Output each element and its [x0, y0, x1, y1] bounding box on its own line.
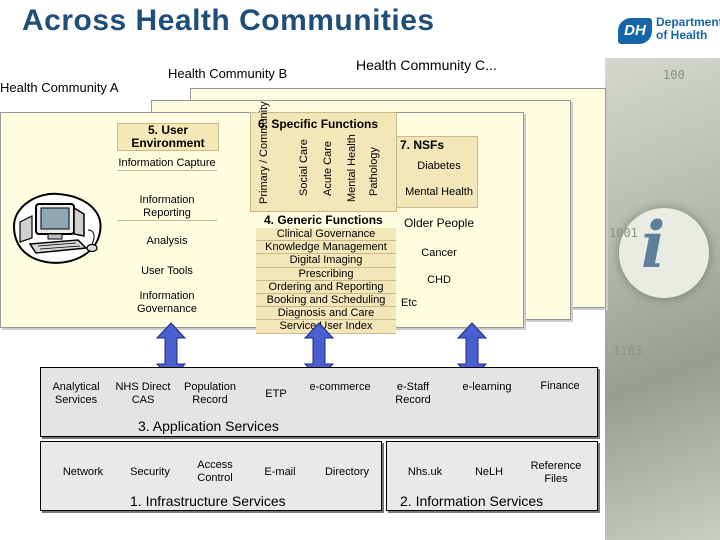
label-community-c: Health Community C...: [356, 57, 497, 73]
page-title: Across Health Communities: [22, 4, 435, 37]
app-service: Analytical Services: [52, 381, 100, 406]
left-item: Information Reporting: [117, 194, 217, 221]
infra-service: Security: [130, 466, 170, 478]
nsf-item: Etc: [401, 297, 417, 309]
specific-column-label: Acute Care: [322, 140, 334, 196]
infrastructure-services-title: 1. Infrastructure Services: [130, 493, 286, 509]
app-service: e-learning: [462, 381, 512, 393]
label-community-b: Health Community B: [168, 66, 288, 81]
decorative-photo: i 1001 100 1103: [605, 58, 720, 540]
application-services-band: [40, 367, 598, 437]
nsf-item: Diabetes: [417, 160, 461, 172]
info-service: Nhs.uk: [407, 466, 443, 478]
nsfs-title: 7. NSFs: [400, 138, 445, 152]
information-services-band: [386, 441, 598, 511]
generic-item: Diagnosis and Care: [256, 307, 396, 321]
generic-item: Booking and Scheduling: [256, 294, 396, 308]
specific-column-label: Primary / Community: [258, 101, 270, 204]
dh-logo-text: Department of Health: [656, 16, 720, 42]
nsf-item: CHD: [427, 274, 451, 286]
generic-functions-title: 4. Generic Functions: [264, 213, 383, 227]
app-service: e-Staff Record: [395, 381, 431, 406]
photo-number: 1001: [609, 226, 638, 240]
label-community-a: Health Community A: [0, 80, 119, 95]
photo-number: 1103: [613, 344, 642, 358]
specific-column-label: Pathology: [368, 147, 380, 196]
app-service: Finance: [540, 380, 580, 392]
app-service: NHS Direct CAS: [115, 381, 171, 406]
information-services-title: 2. Information Services: [400, 493, 544, 509]
infra-service: Directory: [324, 466, 369, 478]
generic-item: Digital Imaging: [256, 254, 396, 268]
dh-badge: DH: [618, 18, 652, 44]
photo-number: 100: [663, 68, 685, 82]
user-environment-title: 5. User Environment: [117, 123, 219, 151]
photo-i-letter: i: [641, 208, 666, 283]
application-services-title: 3. Application Services: [138, 418, 279, 434]
generic-item: Prescribing: [256, 267, 396, 281]
left-item: Information Capture: [117, 157, 217, 171]
specific-functions-box: [250, 112, 397, 212]
dh-logo-line1: Department: [656, 15, 720, 29]
infra-service: Network: [62, 466, 104, 478]
left-item: Information Governance: [137, 290, 197, 315]
nsf-item: Older People: [403, 216, 475, 230]
generic-functions-list: Clinical Governance Knowledge Management…: [256, 228, 396, 334]
nsf-item: Cancer: [421, 247, 457, 259]
computer-icon: [12, 192, 102, 264]
specific-column-label: Mental Health: [346, 134, 358, 202]
info-service: Reference Files: [530, 460, 582, 485]
nsfs-box: [396, 136, 478, 208]
left-item: User Tools: [141, 265, 193, 277]
infra-service: Access Control: [197, 459, 233, 484]
dh-logo: DH Department of Health: [618, 14, 720, 54]
nsf-item: Mental Health: [405, 186, 473, 198]
info-service: NeLH: [474, 466, 504, 478]
specific-column-label: Social Care: [298, 139, 310, 196]
generic-item: Knowledge Management: [256, 241, 396, 255]
app-service: Population Record: [184, 381, 236, 406]
app-service: ETP: [265, 388, 287, 400]
photo-circle-shape: [619, 208, 709, 298]
infrastructure-services-band: [40, 441, 382, 511]
dh-logo-line2: of Health: [656, 28, 708, 42]
left-item: Analysis: [146, 235, 188, 247]
generic-item: Clinical Governance: [256, 228, 396, 242]
infra-service: E-mail: [264, 466, 296, 478]
generic-item: Ordering and Reporting: [256, 280, 396, 295]
app-service: e-commerce: [309, 381, 371, 393]
specific-functions-title: 6. Specific Functions: [258, 117, 379, 131]
